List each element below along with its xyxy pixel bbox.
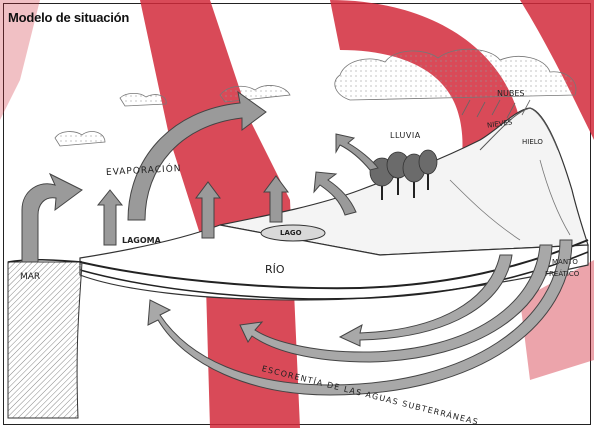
diagram-title: Modelo de situación: [8, 10, 129, 25]
label-mar: MAR: [20, 272, 40, 282]
label-rio: RÍO: [265, 263, 285, 276]
label-lagoma: LAGOMA: [122, 236, 161, 245]
label-hielo: HIELO: [522, 138, 543, 146]
label-nubes: NUBES: [497, 89, 524, 98]
label-lago: LAGO: [280, 229, 302, 237]
label-freatico: FREÁTICO: [545, 270, 579, 278]
label-manto: MANTO: [552, 258, 578, 266]
sea-cliff: [8, 260, 82, 418]
label-lluvia: LLUVIA: [390, 131, 421, 140]
